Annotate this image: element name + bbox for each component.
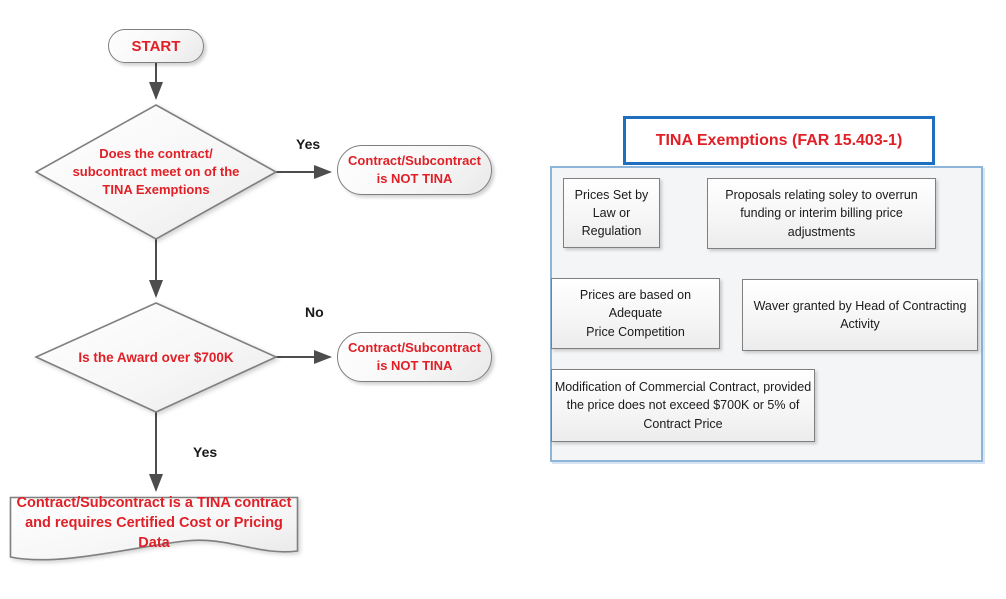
edge-label-yes-top: Yes	[296, 136, 321, 152]
terminator-not-tina-2: Contract/Subcontract is NOT TINA	[337, 332, 492, 382]
exemption-box-overrun-funding: Proposals relating soley to overrun fund…	[707, 178, 936, 249]
exemption-box-commercial-modification: Modification of Commercial Contract, pro…	[551, 369, 815, 442]
tina-result-text: Contract/Subcontract is a TINA contract …	[16, 494, 292, 552]
decision-700k-text: Is the Award over $700K	[78, 349, 234, 365]
document-shape-tina-result	[9, 496, 299, 561]
decision-diamond-exemptions	[34, 104, 278, 240]
exemption-box-prices-set-by-law: Prices Set by Law or Regulation	[563, 178, 660, 248]
exemptions-panel-title-box: TINA Exemptions (FAR 15.403-1)	[623, 116, 935, 165]
decision-diamond-700k	[34, 302, 278, 413]
exemption-box-adequate-price-competition: Prices are based on Adequate Price Compe…	[551, 278, 720, 349]
edge-label-no: No	[305, 304, 324, 320]
start-node: START	[108, 29, 204, 63]
decision-exemptions-text: Does the contract/ subcontract meet on o…	[72, 145, 240, 198]
edge-label-yes-bottom: Yes	[193, 444, 218, 460]
start-label: START	[131, 37, 181, 55]
terminator-not-tina-1: Contract/Subcontract is NOT TINA	[337, 145, 492, 195]
exemptions-panel-title: TINA Exemptions (FAR 15.403-1)	[655, 131, 903, 149]
exemption-box-waiver-hca: Waver granted by Head of Contracting Act…	[742, 279, 978, 351]
